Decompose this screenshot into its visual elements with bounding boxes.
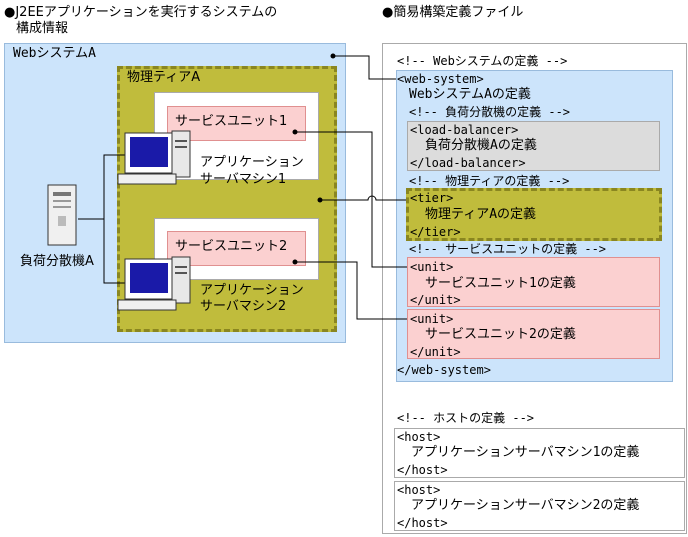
unit1-definition-box — [407, 257, 660, 307]
mapping-lines — [295, 55, 407, 320]
unit1-open-tag: <unit> — [410, 260, 454, 274]
lb-open-tag: <load-balancer> — [410, 123, 519, 137]
ws-close-tag: </web-system> — [397, 363, 491, 377]
tier-definition-box — [406, 188, 662, 241]
host1-name: アプリケーションサーバマシン1の定義 — [411, 445, 640, 460]
lb-comment: <!-- 負荷分散機の定義 --> — [409, 105, 571, 119]
left-title-line2: 構成情報 — [16, 21, 69, 36]
unit-comment: <!-- サービスユニットの定義 --> — [409, 242, 607, 256]
machine1-label-line1: アプリケーション — [200, 155, 304, 170]
unit1-name: サービスユニット1の定義 — [425, 276, 576, 291]
unit2-name: サービスユニット2の定義 — [425, 327, 576, 342]
unit1-label: サービスユニット1 — [175, 114, 288, 129]
host1-close-tag: </host> — [397, 463, 448, 477]
ws-comment: <!-- Webシステムの定義 --> — [397, 54, 568, 68]
host2-close-tag: </host> — [397, 516, 448, 530]
machine2-label-line1: アプリケーション — [200, 283, 304, 298]
unit2-label: サービスユニット2 — [175, 239, 288, 254]
machine1-label-line2: サーバマシン1 — [200, 172, 287, 187]
host-comment: <!-- ホストの定義 --> — [397, 411, 535, 425]
web-system-label: WebシステムA — [13, 46, 96, 61]
tier-name: 物理ティアAの定義 — [425, 207, 537, 222]
left-title-line1: ●J2EEアプリケーションを実行するシステムの — [4, 5, 278, 20]
tier-label: 物理ティアA — [127, 70, 201, 85]
tier-close-tag: </tier> — [410, 225, 461, 239]
tier-comment: <!-- 物理ティアの定義 --> — [409, 174, 570, 188]
host1-open-tag: <host> — [397, 430, 441, 444]
host2-open-tag: <host> — [397, 483, 441, 497]
machine2-label-line2: サーバマシン2 — [200, 299, 287, 314]
unit2-open-tag: <unit> — [410, 312, 454, 326]
ws-name: WebシステムAの定義 — [409, 87, 531, 102]
right-title: ●簡易構築定義ファイル — [382, 5, 524, 20]
load-balancer-label: 負荷分散機A — [20, 254, 94, 269]
unit1-close-tag: </unit> — [410, 293, 461, 307]
host2-definition-box — [394, 481, 685, 531]
ws-open-tag: <web-system> — [397, 72, 484, 86]
server-tower-icon — [47, 184, 77, 246]
host2-name: アプリケーションサーバマシン2の定義 — [411, 498, 640, 513]
load-balancer-definition-box — [407, 121, 660, 171]
lb-name: 負荷分散機Aの定義 — [425, 138, 537, 153]
computer-icon — [117, 256, 191, 311]
network-lines — [78, 154, 125, 284]
unit1-box — [167, 106, 306, 141]
lb-close-tag: </load-balancer> — [410, 156, 526, 170]
tier-open-tag: <tier> — [410, 191, 454, 205]
connector-dots — [292, 53, 336, 265]
unit2-close-tag: </unit> — [410, 345, 461, 359]
computer-icon — [117, 130, 191, 185]
host1-definition-box — [394, 428, 685, 478]
unit2-definition-box — [407, 309, 660, 359]
